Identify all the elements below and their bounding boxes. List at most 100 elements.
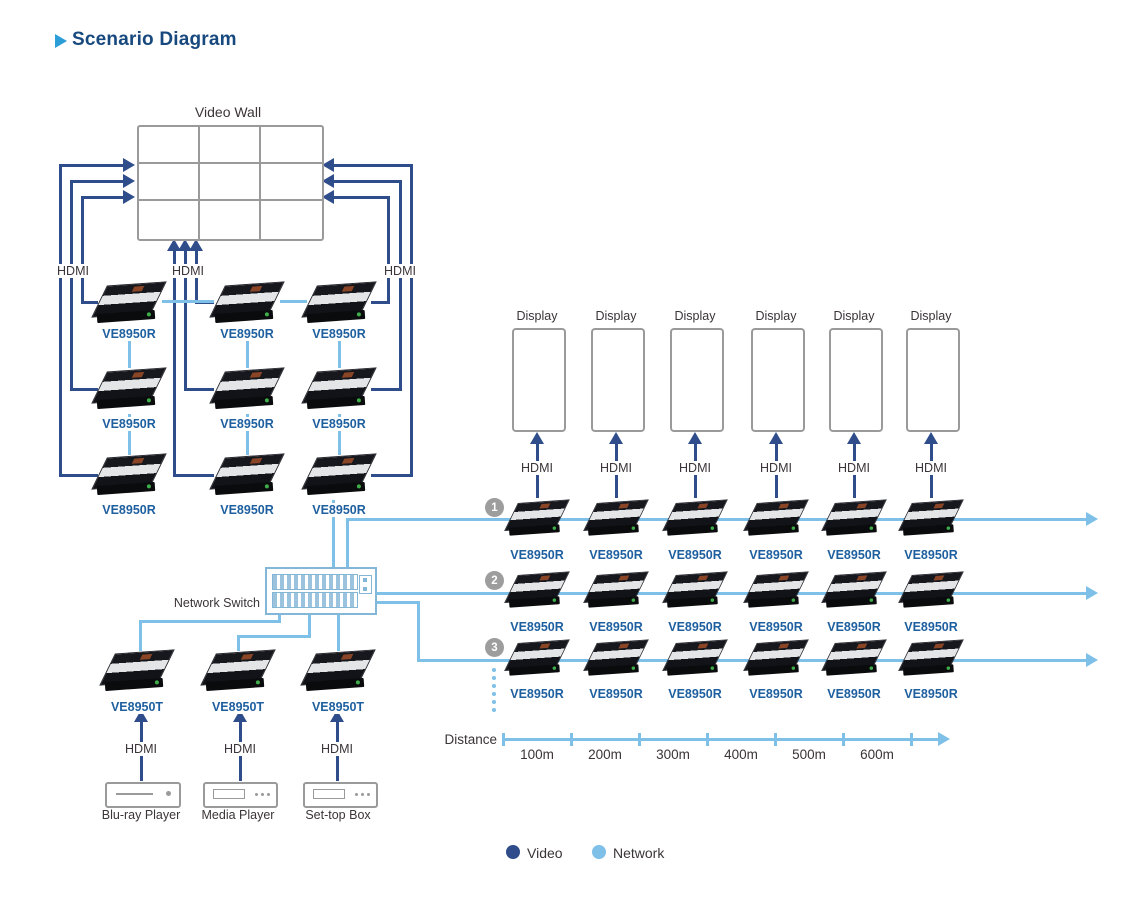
- network-cable: [332, 500, 335, 568]
- receiver-device: [583, 571, 649, 612]
- receiver-label: VE8950R: [825, 687, 883, 702]
- receiver-label: VE8950R: [666, 548, 724, 563]
- switch-port-row: [272, 592, 358, 608]
- receiver-label: VE8950R: [902, 548, 960, 563]
- axis-tick-label: 100m: [520, 747, 554, 762]
- axis-tick-label: 500m: [792, 747, 826, 762]
- video-arrow-icon: [189, 239, 203, 251]
- media-player: [203, 782, 278, 808]
- video-arrow-icon: [123, 190, 135, 204]
- hdmi-label: HDMI: [598, 461, 634, 476]
- axis-tick: [638, 733, 641, 746]
- video-wall-label: Video Wall: [194, 104, 262, 120]
- button-dot: [267, 793, 270, 796]
- axis-tick: [706, 733, 709, 746]
- receiver-device: [91, 453, 167, 500]
- receiver-label: VE8950R: [310, 417, 368, 432]
- network-cable: [278, 611, 281, 623]
- receiver-label: VE8950R: [587, 687, 645, 702]
- receiver-device: [821, 571, 887, 612]
- receiver-device: [662, 499, 728, 540]
- video-cable: [387, 196, 390, 304]
- video-cable: [184, 388, 214, 391]
- hdmi-label: HDMI: [836, 461, 872, 476]
- video-arrow-icon: [123, 174, 135, 188]
- legend-network-label: Network: [613, 845, 665, 861]
- source-label: Set-top Box: [305, 808, 371, 822]
- axis-tick-label: 200m: [588, 747, 622, 762]
- button-dot: [367, 793, 370, 796]
- network-cable: [373, 592, 1086, 595]
- video-wall: [137, 125, 324, 241]
- display-window: [213, 789, 245, 799]
- receiver-label: VE8950R: [747, 548, 805, 563]
- axis-tick: [502, 733, 505, 746]
- video-cable: [70, 388, 98, 391]
- receiver-device: [898, 571, 964, 612]
- hdmi-label: HDMI: [382, 264, 418, 279]
- page-title: Scenario Diagram: [72, 29, 237, 50]
- continuation-dot: [492, 700, 496, 704]
- receiver-device: [504, 499, 570, 540]
- display: [829, 328, 883, 432]
- display-window: [313, 789, 345, 799]
- video-cable: [81, 196, 123, 199]
- legend-video-dot: [506, 845, 520, 859]
- video-arrow-icon: [322, 158, 334, 172]
- hdmi-label: HDMI: [123, 742, 159, 757]
- receiver-device: [821, 639, 887, 680]
- receiver-label: VE8950R: [310, 327, 368, 342]
- receiver-device: [743, 499, 809, 540]
- button-dot: [361, 793, 364, 796]
- receiver-label: VE8950R: [666, 620, 724, 635]
- receiver-label: VE8950R: [100, 503, 158, 518]
- row-number-badge: 3: [485, 638, 504, 657]
- button-dot: [355, 793, 358, 796]
- transmitter-device: [300, 649, 376, 696]
- continuation-dot: [492, 692, 496, 696]
- receiver-label: VE8950R: [508, 548, 566, 563]
- receiver-device: [209, 453, 285, 500]
- source-label: Media Player: [201, 808, 275, 822]
- display: [751, 328, 805, 432]
- network-cable: [139, 620, 142, 651]
- row-number-badge: 1: [485, 498, 504, 517]
- video-arrow-icon: [847, 432, 861, 444]
- network-cable: [237, 635, 240, 651]
- source-label: Blu-ray Player: [101, 808, 181, 822]
- button-dot: [255, 793, 258, 796]
- network-cable: [337, 611, 340, 651]
- legend-network-dot: [592, 845, 606, 859]
- video-wall-gridline: [259, 127, 261, 239]
- bluray-player: [105, 782, 181, 808]
- receiver-label: VE8950R: [100, 417, 158, 432]
- hdmi-label: HDMI: [758, 461, 794, 476]
- row-number-badge: 2: [485, 571, 504, 590]
- video-cable: [184, 250, 187, 391]
- video-cable: [81, 301, 98, 304]
- network-cable: [346, 518, 349, 568]
- switch-port-row: [272, 574, 358, 590]
- video-arrow-icon: [688, 432, 702, 444]
- receiver-device: [743, 571, 809, 612]
- network-cable: [280, 300, 307, 303]
- hdmi-label: HDMI: [913, 461, 949, 476]
- hdmi-label: HDMI: [55, 264, 91, 279]
- video-cable: [334, 196, 389, 199]
- video-arrow-icon: [322, 190, 334, 204]
- network-arrow-icon: [1086, 586, 1098, 600]
- continuation-dot: [492, 668, 496, 672]
- hdmi-label: HDMI: [519, 461, 555, 476]
- switch-uplink-ports: [359, 575, 372, 594]
- receiver-label: VE8950R: [218, 327, 276, 342]
- video-cable: [334, 164, 412, 167]
- video-wall-gridline: [139, 162, 322, 164]
- receiver-label: VE8950R: [218, 417, 276, 432]
- receiver-device: [504, 639, 570, 680]
- receiver-device: [821, 499, 887, 540]
- receiver-label: VE8950R: [100, 327, 158, 342]
- network-arrow-icon: [938, 732, 950, 746]
- video-cable: [81, 196, 84, 304]
- transmitter-device: [99, 649, 175, 696]
